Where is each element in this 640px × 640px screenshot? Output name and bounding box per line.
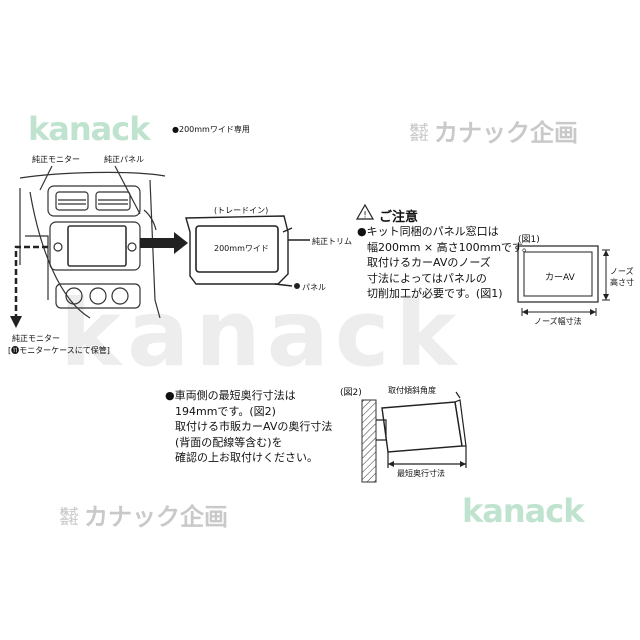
panel-label: ❶パネル: [302, 282, 326, 293]
depth-line-3: 取付ける市販カーAVの奥行寸法: [175, 420, 333, 433]
storage-title: 純正モニター: [12, 334, 60, 343]
oem-trim-label: 純正トリム: [312, 237, 352, 246]
caution-line-3: 取付けるカーAVのノーズ: [367, 256, 491, 269]
wide-200-label: 200mmワイド: [214, 244, 269, 253]
company-name-bottom: カナック企画: [84, 503, 228, 531]
depth-line-1: ●車両側の最短奥行寸法は: [165, 389, 296, 402]
mount-angle-label: 取付傾斜角度: [388, 386, 436, 395]
company-watermark-top: 株式会社カナック企画: [410, 113, 578, 148]
min-depth-label: 最短奥行寸法: [397, 469, 445, 478]
company-watermark-bottom: 株式会社カナック企画: [60, 497, 228, 532]
company-type-bottom: 株式会社: [60, 508, 79, 527]
figure1-label: (図1): [518, 235, 540, 245]
kanack-logo-watermark-bottom: kanack: [462, 492, 584, 530]
svg-text:!: !: [363, 211, 367, 221]
caution-title: ご注意: [379, 210, 419, 225]
oem-monitor-label: 純正モニター: [32, 155, 80, 164]
kanack-logo-watermark-top: kanack: [28, 110, 150, 148]
trade-in-label: (トレードイン): [214, 206, 269, 215]
depth-note: ●車両側の最短奥行寸法は 194mmです。(図2) 取付ける市販カーAVの奥行寸…: [165, 388, 332, 466]
nose-height-label-1: ノーズ: [610, 267, 634, 276]
caution-line-4: 寸法によってはパネルの: [367, 271, 487, 285]
oem-panel-label: 純正パネル: [104, 155, 144, 164]
caution-line-2: 幅200mm × 高さ100mmです。: [367, 240, 533, 254]
nose-height-label-2: 高さ寸: [610, 278, 634, 287]
company-type-top: 株式会社: [410, 124, 429, 143]
car-av-label: カーAV: [545, 273, 575, 283]
storage-note: [⓫モニターケースにて保管]: [8, 346, 110, 355]
caution-text: ●キット同梱のパネル窓口は 幅200mm × 高さ100mmです。 取付けるカー…: [357, 224, 533, 302]
company-name-top: カナック企画: [434, 119, 578, 147]
caution-line-1: ●キット同梱のパネル窓口は: [357, 225, 499, 238]
nose-width-label: ノーズ幅寸法: [534, 317, 582, 326]
caution-line-5: 切削加工が必要です。(図1): [367, 287, 503, 300]
kanack-big-watermark: kanack: [60, 280, 463, 387]
depth-line-2: 194mmです。(図2): [175, 404, 276, 418]
wide-only-note: ●200mmワイド専用: [172, 125, 250, 134]
depth-line-4: (背面の配線等含む)を: [175, 435, 283, 449]
depth-line-5: 確認の上お取付けください。: [175, 451, 318, 464]
panel-label-text: パネル: [302, 283, 326, 292]
figure2-label: (図2): [340, 388, 362, 398]
